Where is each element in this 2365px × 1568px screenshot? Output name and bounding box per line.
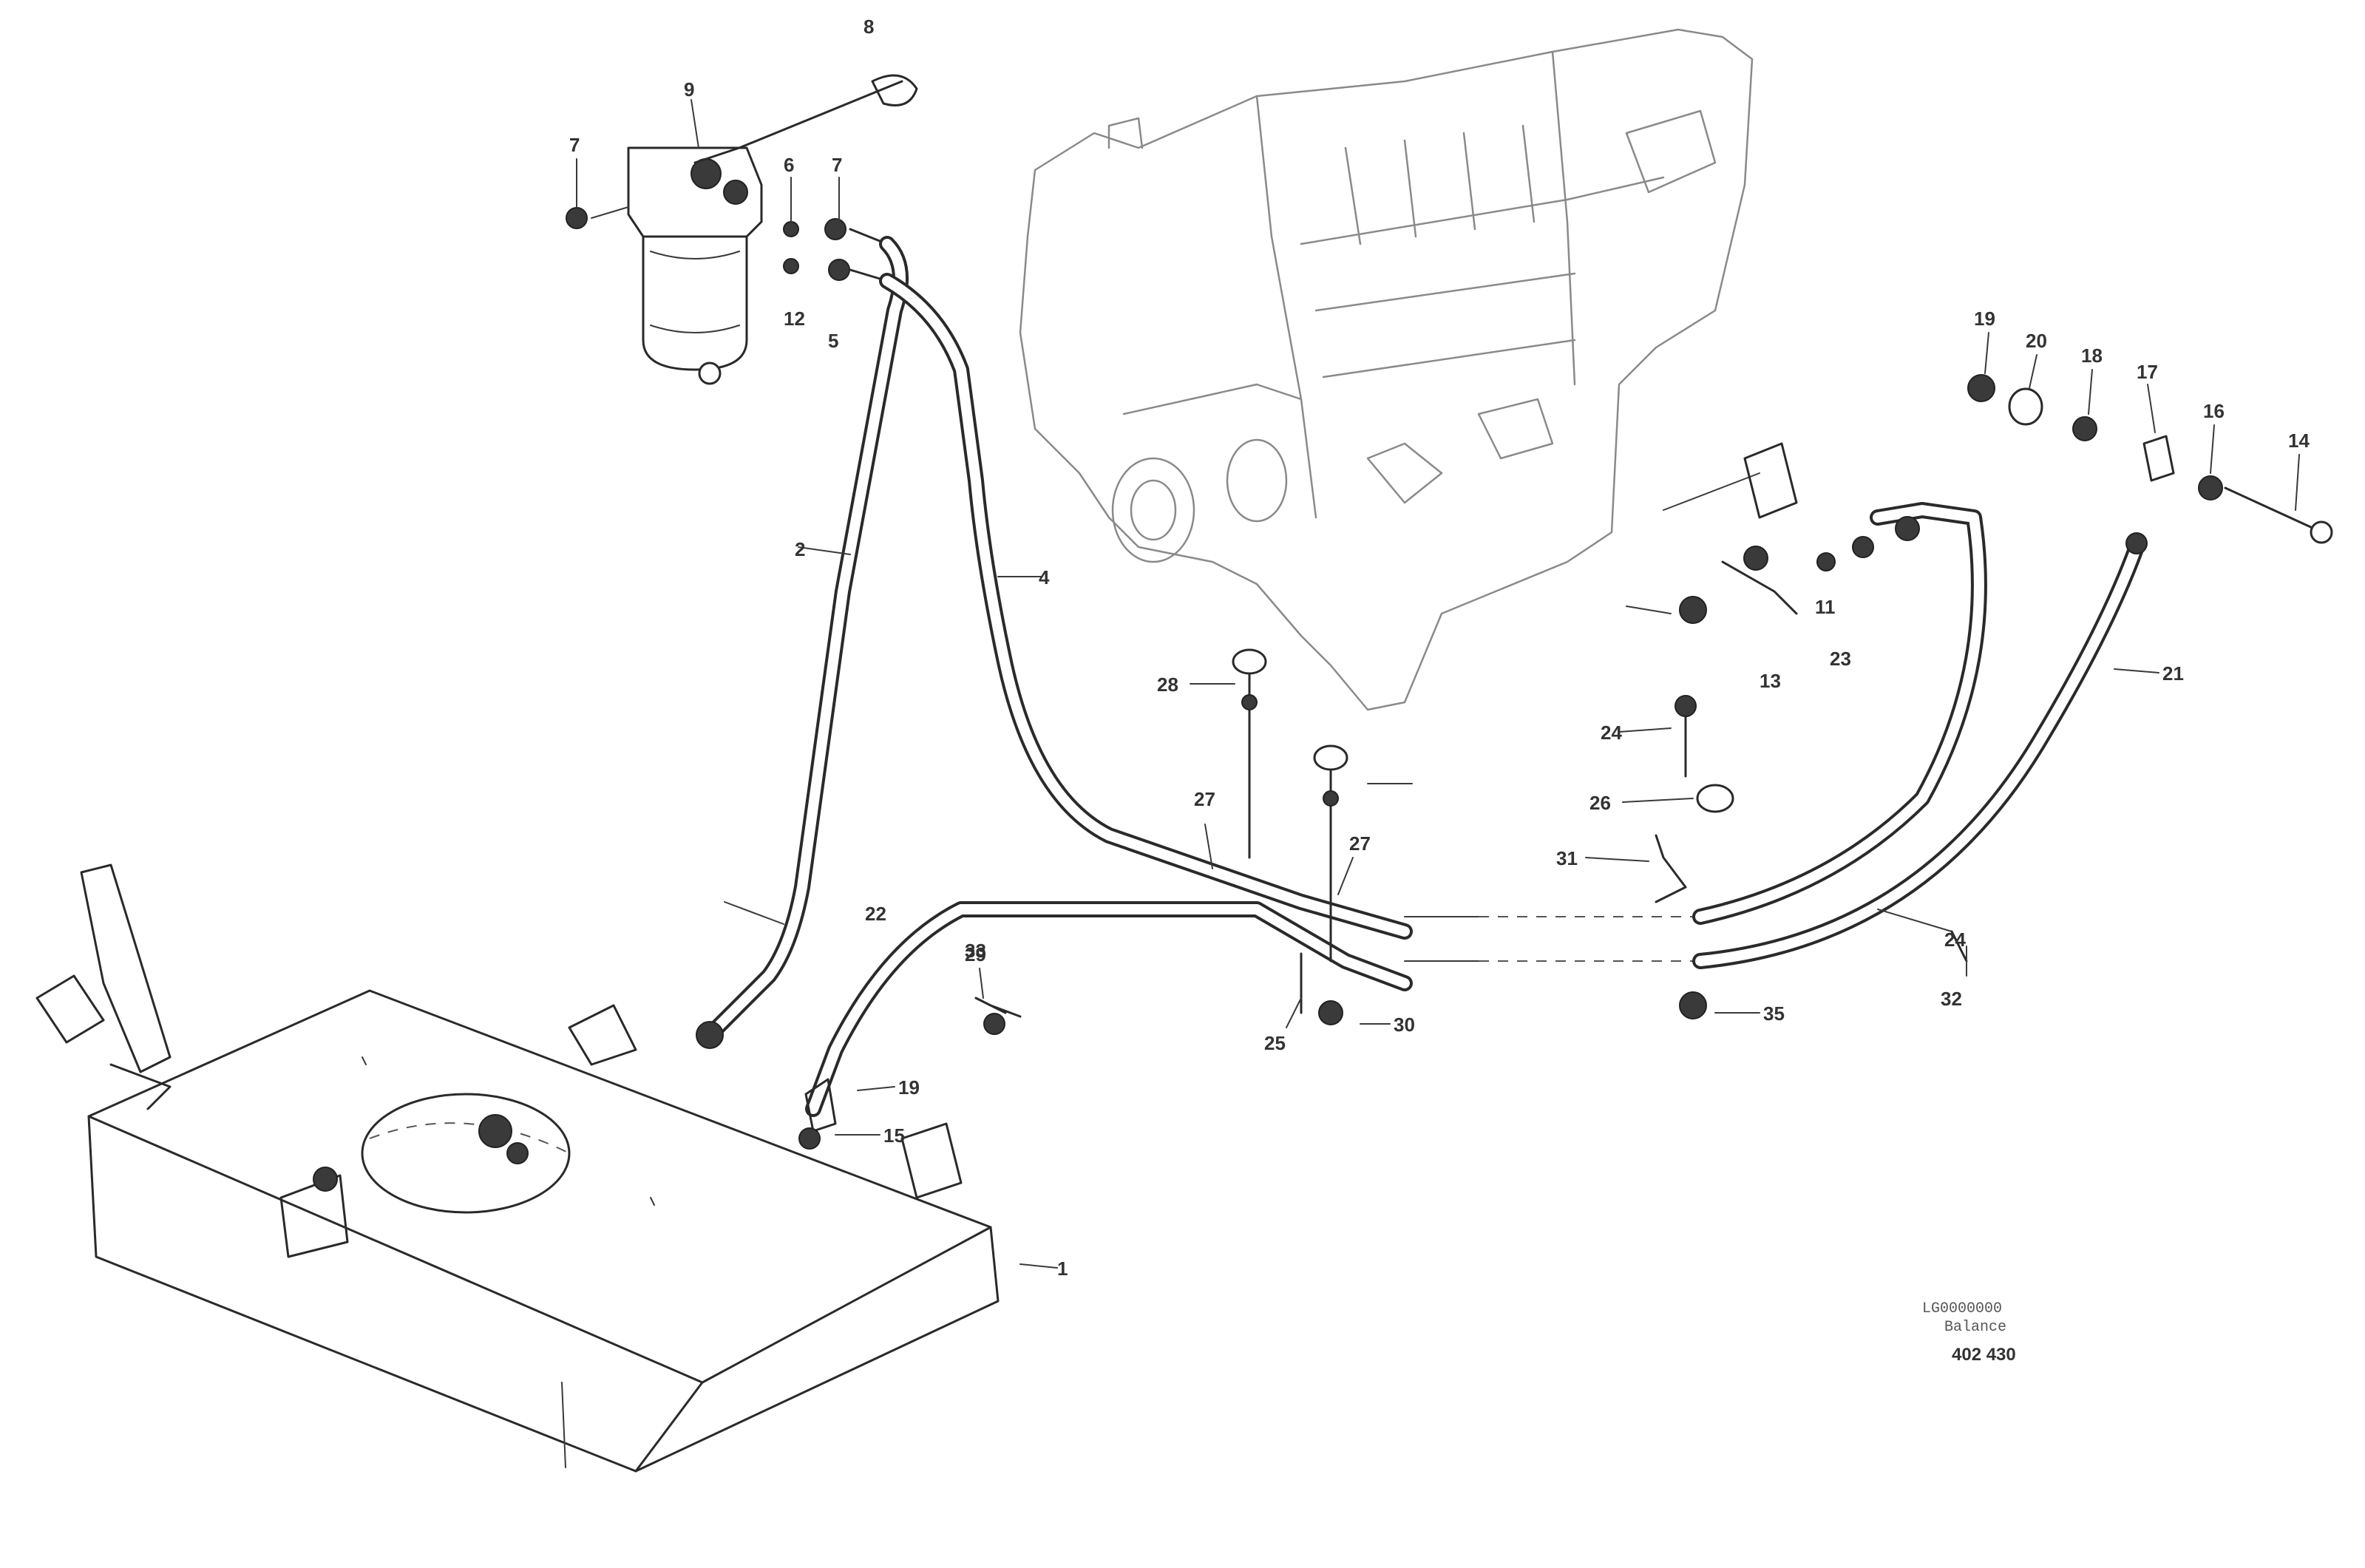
fuel-hoses — [702, 236, 2145, 1117]
callout-6: 6 — [784, 154, 794, 176]
callout-24b: 24 — [1944, 929, 1966, 951]
callout-19b: 19 — [1974, 308, 1995, 330]
callout-9: 9 — [684, 78, 694, 101]
callout-7a: 7 — [569, 134, 580, 156]
callout-8: 8 — [863, 16, 874, 38]
fittings — [696, 374, 2333, 1150]
callout-27b: 27 — [1349, 832, 1371, 855]
callout-7b: 7 — [832, 154, 842, 176]
engine-block — [1019, 28, 1754, 711]
callout-27a: 27 — [1194, 788, 1215, 810]
callout-32: 32 — [1941, 988, 1962, 1010]
callout-30: 30 — [1394, 1014, 1415, 1036]
callout-18: 18 — [2081, 345, 2103, 367]
callout-29: 29 — [965, 943, 986, 965]
stamp-line-2: Balance — [1944, 1319, 2006, 1336]
leader-lines — [576, 99, 2300, 1269]
callout-5: 5 — [828, 330, 838, 352]
callout-31: 31 — [1556, 847, 1578, 869]
callout-19a: 19 — [898, 1076, 920, 1099]
callout-15: 15 — [883, 1124, 905, 1147]
callout-4: 4 — [1039, 566, 1050, 588]
callout-25: 25 — [1264, 1032, 1286, 1054]
callout-11: 11 — [1815, 596, 1836, 618]
callout-26: 26 — [1589, 792, 1611, 814]
callout-35: 35 — [1763, 1002, 1785, 1025]
callout-1: 1 — [1057, 1258, 1068, 1280]
fuel-filter — [566, 74, 918, 385]
callout-23: 23 — [1830, 648, 1851, 670]
callout-22: 22 — [865, 903, 886, 925]
callout-labels: 8 9 7 6 7 12 5 2 4 1 22 33 19 15 28 27 2… — [569, 16, 2310, 1280]
callout-17: 17 — [2137, 361, 2158, 383]
stamp-line-1: LG0000000 — [1922, 1300, 2002, 1317]
callout-28: 28 — [1157, 673, 1178, 696]
callout-21: 21 — [2162, 662, 2184, 685]
callout-13: 13 — [1760, 670, 1781, 692]
stamp-code: 402 430 — [1952, 1345, 2016, 1365]
callout-20: 20 — [2026, 330, 2047, 352]
fuel-tank — [35, 863, 1000, 1473]
callout-2: 2 — [795, 538, 805, 560]
callout-12: 12 — [784, 308, 805, 330]
callout-16: 16 — [2203, 400, 2225, 422]
reference-stamp: LG0000000 Balance 402 430 — [1922, 1300, 2016, 1365]
callout-14: 14 — [2288, 430, 2310, 452]
callout-33: 33 — [965, 940, 986, 962]
callout-24a: 24 — [1601, 722, 1622, 744]
